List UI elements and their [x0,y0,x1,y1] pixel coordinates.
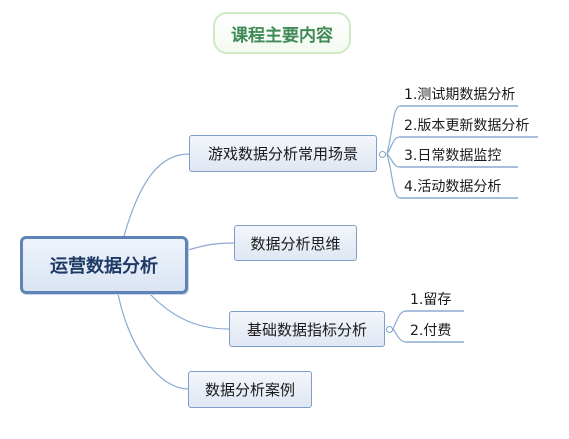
collapse-knob-icon[interactable] [386,326,393,333]
leaf-node[interactable]: 1.测试期数据分析 [404,87,516,103]
leaf-node[interactable]: 2.付费 [410,323,452,339]
leaf-node[interactable]: 1.留存 [410,292,452,308]
branch-node-basic-metrics[interactable]: 基础数据指标分析 [229,311,385,347]
leaf-node[interactable]: 4.活动数据分析 [404,179,502,195]
collapse-knob-icon[interactable] [379,151,386,158]
leaf-node[interactable]: 2.版本更新数据分析 [404,118,530,134]
root-node[interactable]: 运营数据分析 [20,236,188,294]
leaf-node[interactable]: 3.日常数据监控 [404,148,502,164]
branch-node-game-scenarios[interactable]: 游戏数据分析常用场景 [189,135,377,172]
branch-node-analysis-thinking[interactable]: 数据分析思维 [234,225,357,261]
branch-node-analysis-cases[interactable]: 数据分析案例 [188,371,312,408]
diagram-title: 课程主要内容 [213,12,351,54]
